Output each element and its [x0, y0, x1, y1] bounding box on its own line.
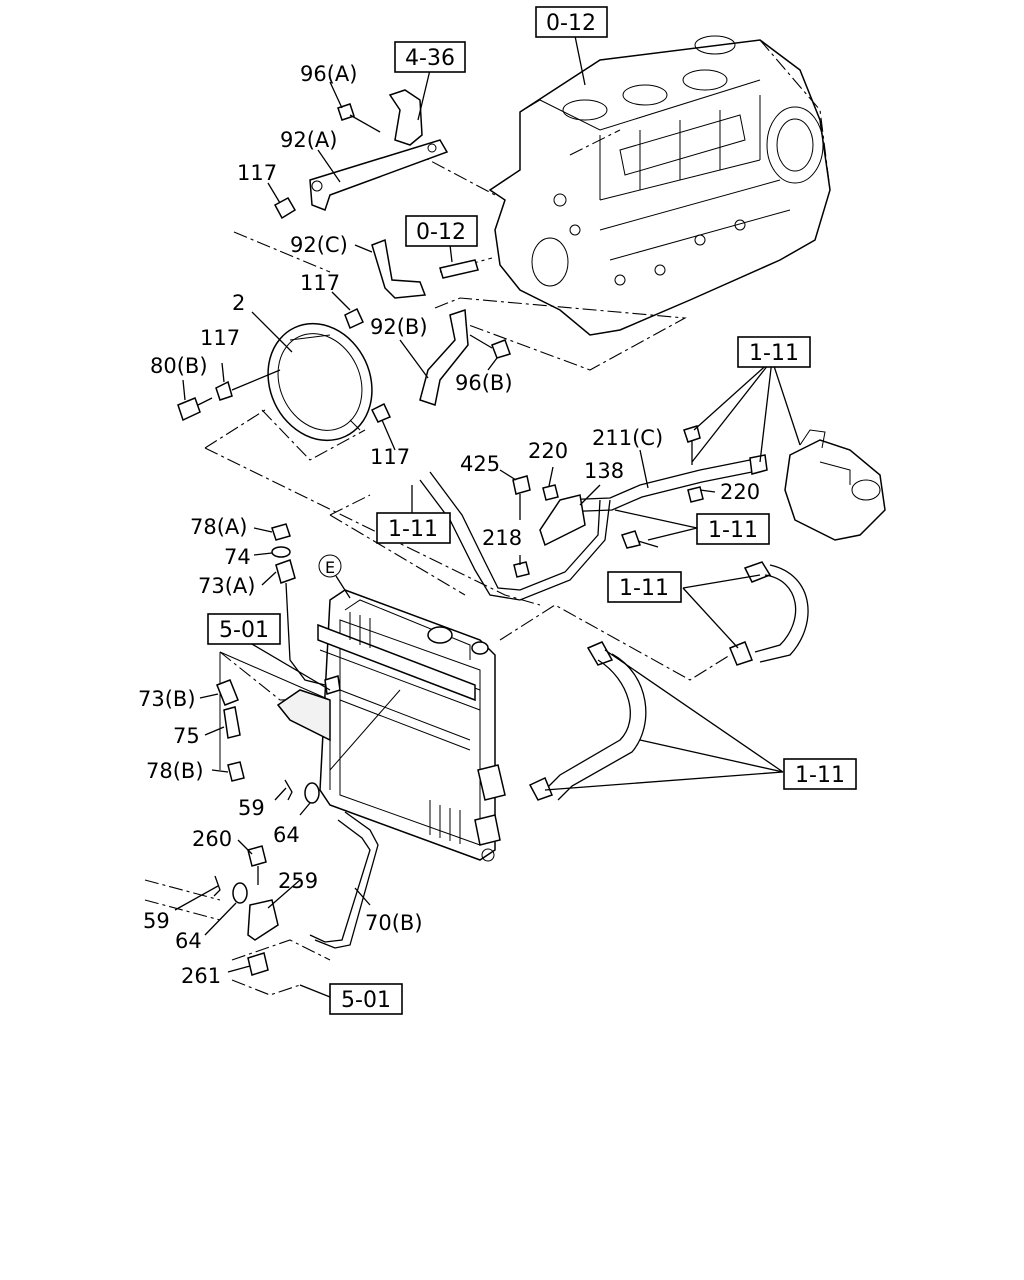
engine-block: [488, 35, 831, 336]
label-117-c: 117: [200, 326, 240, 350]
ref-box-0-12-mid: [405, 215, 478, 247]
label-78b: 78(B): [146, 759, 204, 783]
label-211c: 211(C): [592, 426, 663, 450]
label-260: 260: [192, 827, 232, 851]
label-78a: 78(A): [190, 515, 247, 539]
ref-1-11-d: 1-11: [619, 576, 669, 601]
label-92c: 92(C): [290, 233, 348, 257]
ref-5-01-a: 5-01: [219, 618, 269, 643]
label-70b: 70(B): [365, 911, 423, 935]
ref-box-4-36: [394, 41, 466, 73]
mounting-parts: [213, 523, 379, 976]
label-96a: 96(A): [300, 62, 357, 86]
ref-1-11-c: 1-11: [708, 518, 758, 543]
label-117-d: 117: [370, 445, 410, 469]
shroud-brackets: [177, 89, 511, 442]
ref-1-11-a: 1-11: [749, 341, 799, 366]
label-92b: 92(B): [370, 315, 428, 339]
label-e: E: [325, 558, 335, 577]
label-220-a: 220: [528, 439, 568, 463]
label-73b: 73(B): [138, 687, 196, 711]
ref-box-1-11-d: [607, 571, 682, 603]
label-92a: 92(A): [280, 128, 337, 152]
ref-box-1-11-a: [737, 336, 811, 368]
ref-4-36: 4-36: [405, 46, 455, 71]
ref-box-1-11-c: [696, 513, 770, 545]
label-2: 2: [232, 291, 245, 315]
label-220-b: 220: [720, 480, 760, 504]
ref-box-1-11-e: [783, 758, 857, 790]
label-73a: 73(A): [198, 574, 255, 598]
label-64-a: 64: [273, 823, 300, 847]
reference-boxes: 0-12 4-36 0-12 1-11 1-11 1-11 1-11 1-11 …: [207, 6, 857, 1015]
label-138: 138: [584, 459, 624, 483]
ref-1-11-b: 1-11: [388, 517, 438, 542]
ref-5-01-b: 5-01: [341, 988, 391, 1013]
label-96b: 96(B): [455, 371, 513, 395]
label-218: 218: [482, 526, 522, 550]
label-117-b: 117: [300, 271, 340, 295]
radiator: [317, 554, 506, 862]
ref-box-0-12-top: [535, 6, 608, 38]
ref-0-12-mid: 0-12: [416, 220, 466, 245]
label-80b: 80(B): [150, 354, 208, 378]
ref-1-11-e: 1-11: [795, 763, 845, 788]
label-425: 425: [460, 452, 500, 476]
label-64-b: 64: [175, 929, 202, 953]
leader-lines: [174, 35, 801, 998]
ref-box-5-01-b: [329, 983, 403, 1015]
label-59-b: 59: [143, 909, 170, 933]
label-74: 74: [224, 545, 251, 569]
part-labels: 96(A) 92(A) 117 92(C) 117 2 117 80(B) 92…: [138, 62, 760, 988]
guide-lines: [144, 129, 731, 996]
ref-0-12-top: 0-12: [546, 11, 596, 36]
label-75: 75: [173, 724, 200, 748]
reservoir-hoses: [419, 425, 886, 801]
label-117-a: 117: [237, 161, 277, 185]
label-261: 261: [181, 964, 221, 988]
ref-box-5-01-a: [207, 613, 281, 645]
label-259: 259: [278, 869, 318, 893]
label-59-a: 59: [238, 796, 265, 820]
ref-box-1-11-b: [376, 512, 451, 544]
